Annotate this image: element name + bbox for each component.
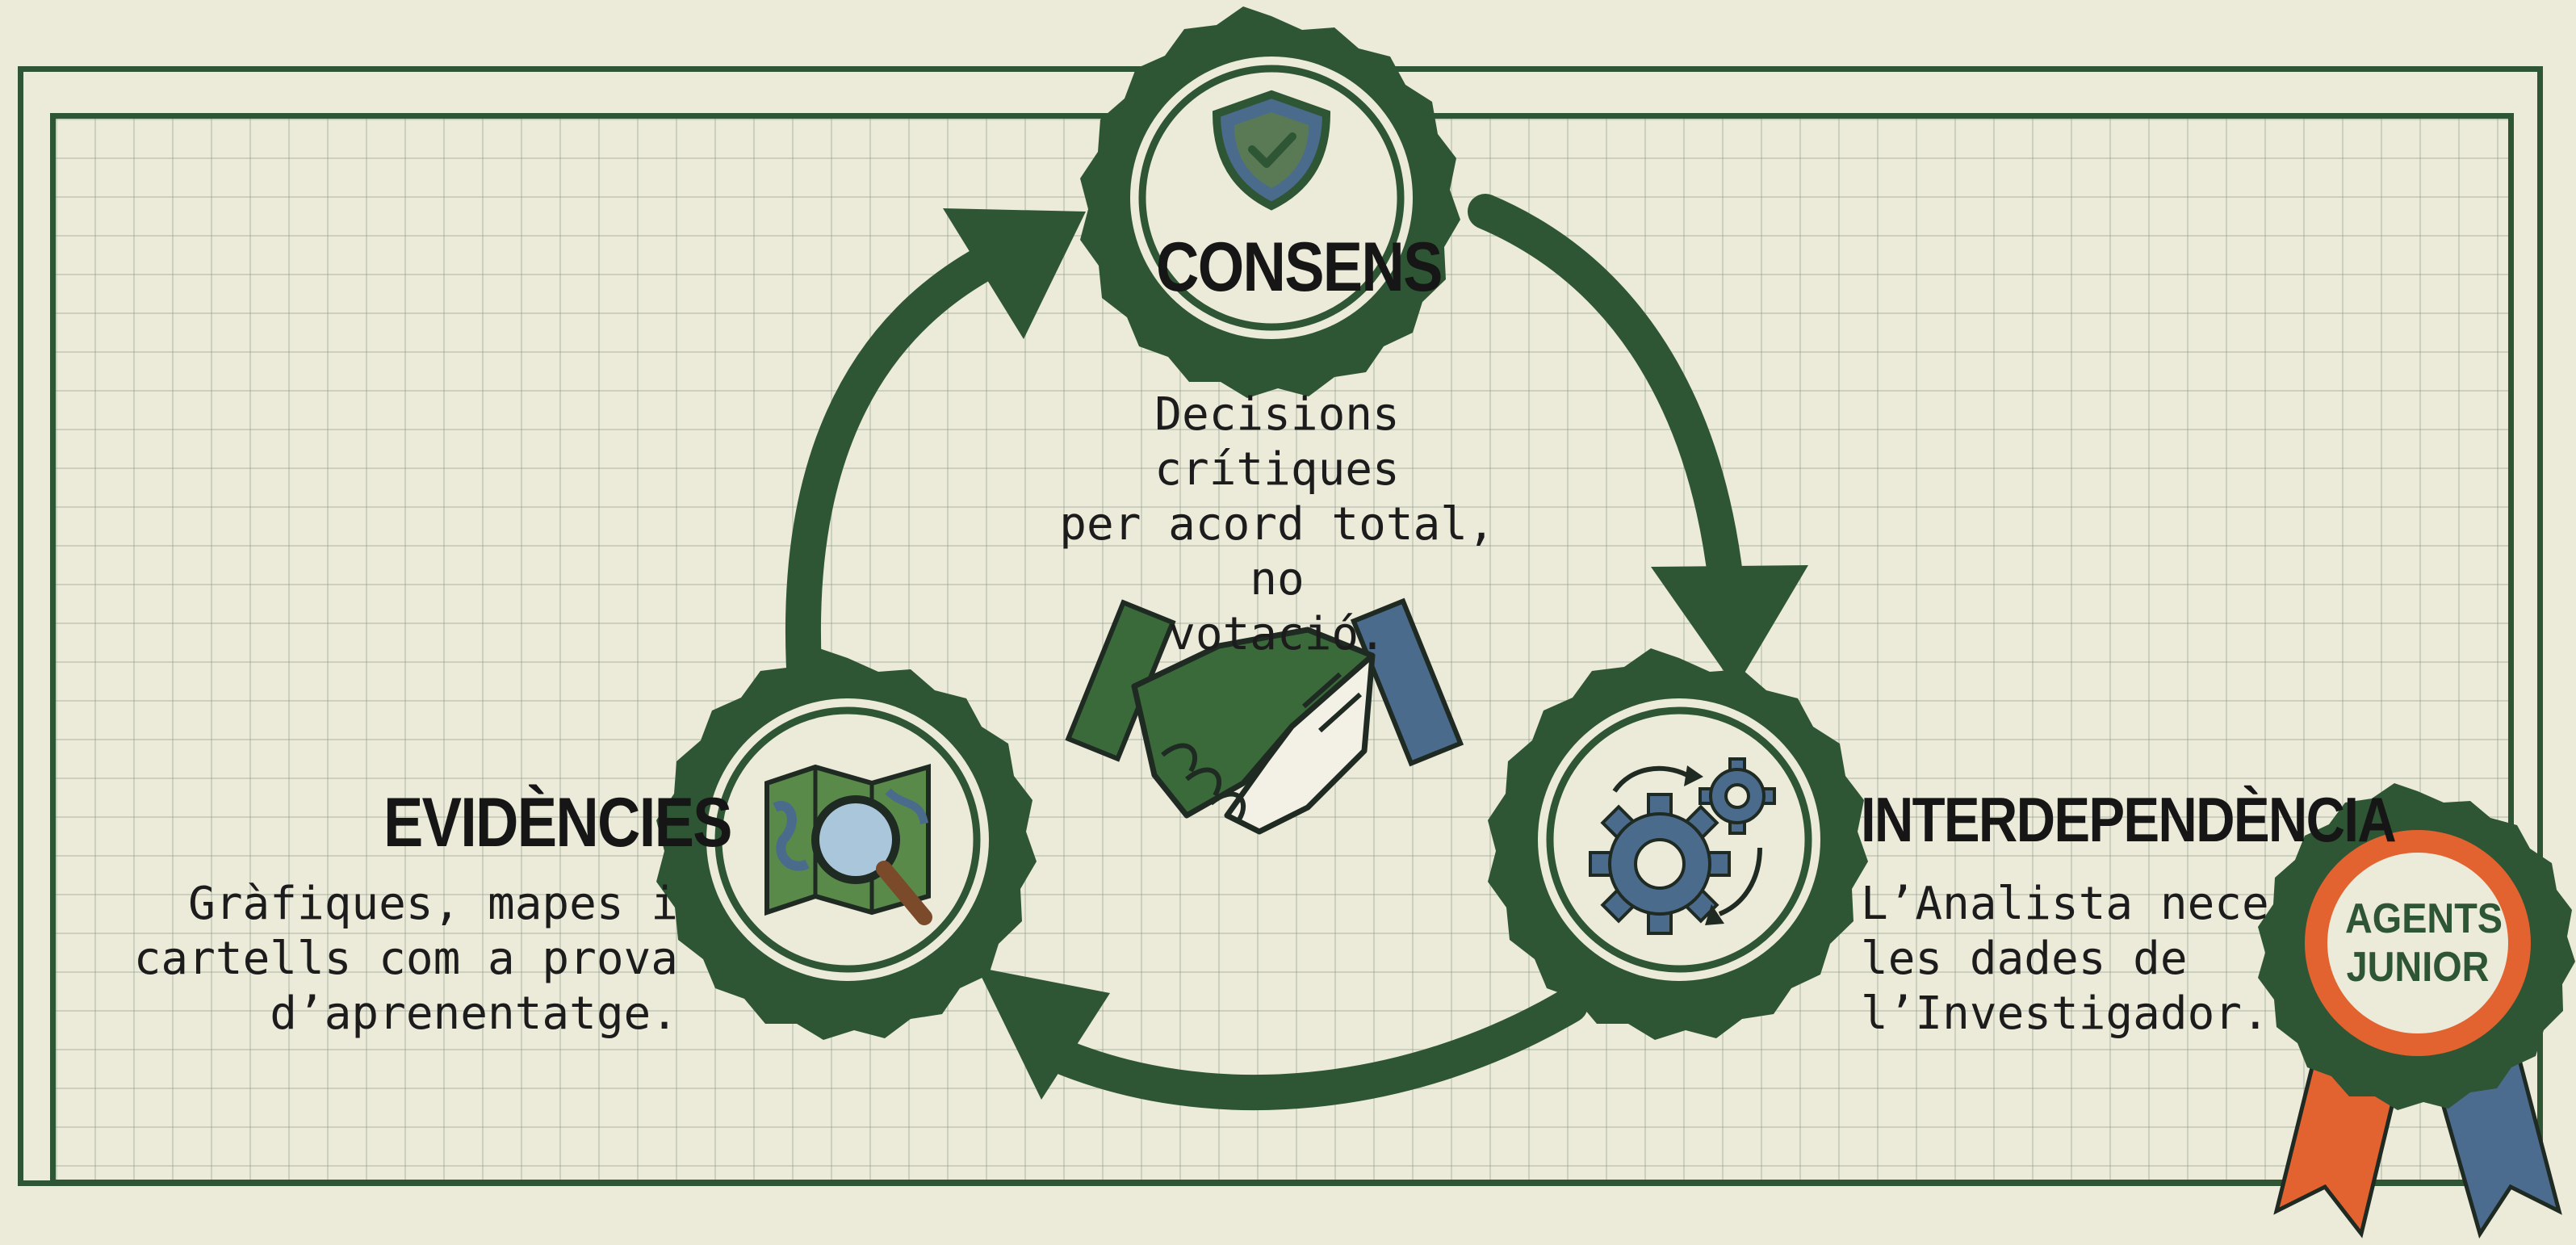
interdependencia-description: L’Analista nece les dades de l’Investiga… <box>1861 878 2269 1040</box>
evidencies-description: Gràfiques, mapes i cartells com a prova … <box>133 878 678 1040</box>
handshake-icon <box>1065 597 1464 835</box>
consens-title: CONSENS <box>1156 228 1443 306</box>
agents-junior-badge <box>2258 783 2575 1239</box>
consens-description: Decisions crítiques per acord total, no … <box>1059 388 1495 660</box>
map-magnifier-icon <box>764 764 932 925</box>
evidencies-seal <box>656 648 1037 1040</box>
consens-seal <box>1080 6 1460 398</box>
arrow-evidencies-to-consens <box>785 208 1086 712</box>
gears-icon <box>1589 757 1776 935</box>
cycle-arrows <box>785 194 1808 1111</box>
evidencies-title: EVIDÈNCIES <box>383 784 733 861</box>
arrow-interdependencia-to-evidencies <box>977 967 1588 1111</box>
shield-check-icon <box>1212 90 1331 211</box>
interdependencia-seal <box>1488 648 1868 1040</box>
badge-label: AGENTS JUNIOR <box>2345 895 2503 991</box>
interdependencia-title: INTERDEPENDÈNCIA <box>1861 784 2397 855</box>
arrow-consens-to-interdependencia <box>1468 194 1808 688</box>
